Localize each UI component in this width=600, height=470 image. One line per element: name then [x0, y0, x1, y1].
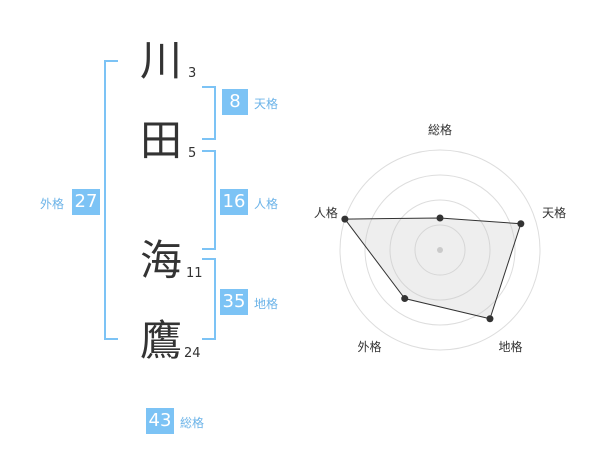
name-char-4: 鷹	[140, 316, 183, 365]
radar-ring-3	[364, 174, 516, 326]
radar-point-5	[341, 215, 349, 223]
radar-axis-label-2: 天格	[542, 205, 566, 220]
chikaku-value: 35	[220, 289, 248, 315]
radar-ring-2	[389, 199, 491, 301]
tenkaku-bracket	[202, 86, 216, 140]
stroke-count-1: 3	[188, 66, 197, 81]
tenkaku-label: 天格	[254, 97, 279, 111]
chikaku-label: 地格	[254, 297, 279, 311]
radar-axis-label-5: 人格	[314, 205, 338, 220]
gaikaku-bracket	[104, 60, 118, 340]
radar-point-3	[486, 315, 494, 323]
radar-axis-label-1: 総格	[428, 122, 452, 137]
gaikaku-label: 外格	[40, 197, 65, 211]
radar-axis-label-3: 地格	[499, 339, 523, 354]
radar-center	[437, 247, 443, 253]
radar-polygon	[343, 217, 522, 320]
name-char-1: 川	[140, 36, 183, 85]
chikaku-bracket	[202, 258, 216, 340]
radar-point-1	[436, 214, 444, 222]
tenkaku-value: 8	[222, 89, 248, 115]
gaikaku-value: 27	[72, 189, 100, 215]
radar-point-2	[517, 220, 525, 228]
stroke-count-3: 11	[186, 266, 203, 281]
jinkaku-value: 16	[220, 189, 248, 215]
soukaku-value: 43	[146, 408, 174, 434]
name-char-2: 田	[140, 116, 183, 165]
jinkaku-label: 人格	[254, 197, 279, 211]
soukaku-label: 総格	[180, 416, 205, 430]
radar-point-4	[401, 295, 409, 303]
jinkaku-bracket	[202, 150, 216, 250]
name-char-3: 海	[140, 236, 183, 285]
radar-ring-4	[339, 149, 541, 351]
stroke-count-2: 5	[188, 146, 197, 161]
radar-axis-label-4: 外格	[357, 339, 381, 354]
stroke-count-4: 24	[184, 346, 201, 361]
radar-ring-1	[414, 224, 466, 276]
